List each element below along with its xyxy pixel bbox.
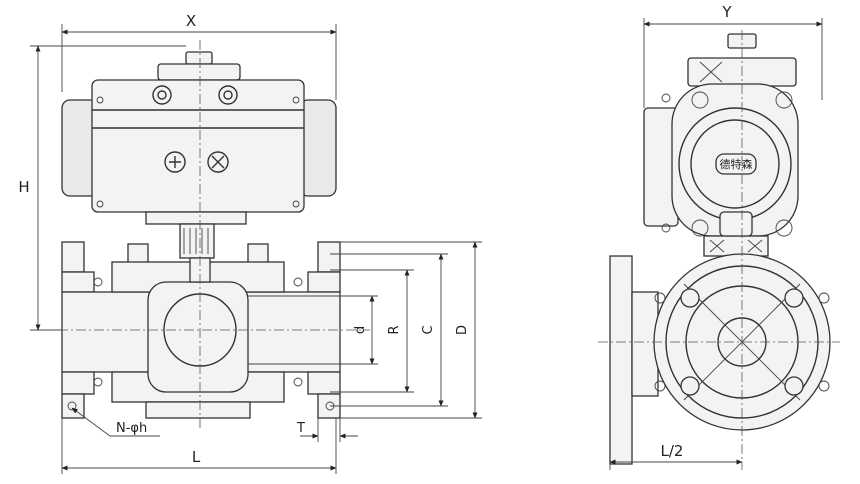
dim-d-small-label: d [353,326,368,334]
dim-y-label: Y [721,3,732,21]
dim-x: X [61,12,337,100]
front-bracket [127,211,269,265]
front-actuator [61,51,337,213]
dim-l: L [61,418,337,474]
dim-l-half-label: L/2 [661,442,684,460]
dim-n-h-label: N-φh [116,421,147,436]
dim-d-small: d [248,295,378,365]
dim-t: T [296,418,358,442]
dim-y: Y [643,3,823,108]
side-actuator: 德特森 [643,33,799,237]
side-valve-body [609,253,831,465]
front-view: X H L N-φh T [18,12,482,474]
dim-d-large: D [340,241,482,419]
dim-r-label: R [387,325,402,334]
dim-d-large-label: D [455,325,470,335]
dim-h-label: H [18,178,29,196]
dim-x-label: X [186,12,196,30]
side-brand-label: 德特森 [720,157,753,171]
dim-l-label: L [192,448,201,466]
dim-r: R [330,269,414,393]
front-valve-body [61,241,341,419]
dim-t-label: T [296,421,305,436]
side-bracket [703,211,769,257]
side-view: 德特森 [598,3,840,470]
dim-n-h: N-φh [71,407,160,437]
dim-h: H [18,45,186,331]
dim-c: C [330,253,448,407]
dim-c-label: C [421,325,436,334]
dim-l-half: L/2 [609,442,743,470]
